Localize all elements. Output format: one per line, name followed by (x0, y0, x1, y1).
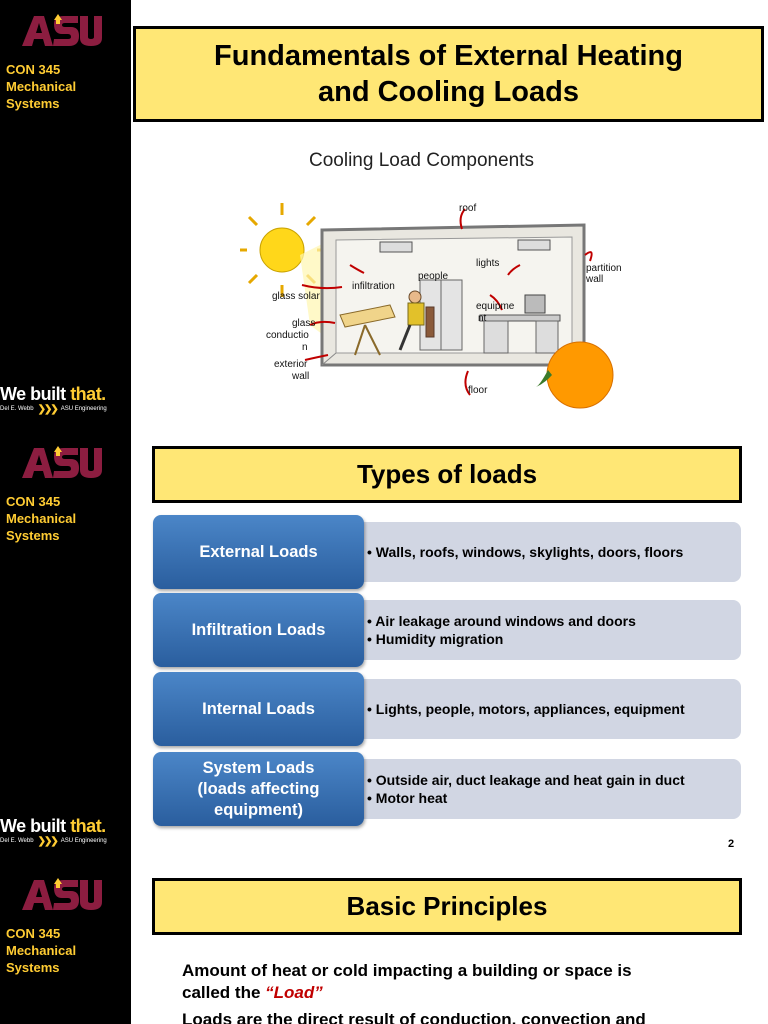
load-type-label: External Loads (153, 515, 364, 589)
course-code: CON 345 (6, 62, 61, 77)
label-conductio: conductio (266, 330, 309, 341)
load-type-details: • Walls, roofs, windows, skylights, door… (358, 522, 741, 582)
asu-logo-icon (22, 446, 102, 478)
slide-1: CON 345 Mechanical Systems We built that… (0, 0, 768, 432)
course-title: CON 345 Mechanical Systems (6, 926, 77, 975)
label-people: people (418, 271, 448, 282)
detail-item: • Motor heat (367, 790, 448, 806)
we-built-that-logo: We built that. Del E. Webb ❯❯❯ ASU Engin… (0, 384, 131, 415)
detail-item: • Humidity migration (367, 631, 504, 647)
slogan-part1: We built (0, 384, 66, 404)
engineering-name: ASU Engineering (60, 406, 107, 412)
load-type-label: Infiltration Loads (153, 593, 364, 667)
label-nt: nt (478, 313, 487, 324)
detail-item: • Walls, roofs, windows, skylights, door… (367, 544, 684, 560)
chevrons-icon: ❯❯❯ (37, 404, 59, 415)
label-partition: partition (586, 263, 622, 274)
load-type-row: • Lights, people, motors, appliances, eq… (153, 672, 743, 746)
load-type-label: Internal Loads (153, 672, 364, 746)
slide-2: CON 345 Mechanical Systems We built that… (0, 432, 768, 864)
heat-arrows (301, 208, 593, 396)
chevrons-icon: ❯❯❯ (37, 836, 59, 847)
load-type-details: • Lights, people, motors, appliances, eq… (358, 679, 741, 739)
course-title: CON 345 Mechanical Systems (6, 494, 77, 543)
course-name-line1: Mechanical (6, 79, 77, 94)
course-name-line2: Systems (6, 96, 60, 111)
detail-item: • Air leakage around windows and doors (367, 613, 636, 629)
sidebar: CON 345 Mechanical Systems We built that… (0, 432, 131, 864)
label-partition-wall: wall (585, 274, 603, 285)
label-exterior: exterior (274, 359, 308, 370)
label-infiltration: infiltration (352, 281, 395, 292)
principle-bullet-2: Loads are the direct result of conductio… (182, 1010, 646, 1024)
we-built-that-logo: We built that. Del E. Webb ❯❯❯ ASU Engin… (0, 816, 107, 847)
load-type-details: • Outside air, duct leakage and heat gai… (358, 759, 741, 819)
slide-3: CON 345 Mechanical Systems Basic Princip… (0, 864, 768, 1024)
course-title: CON 345 Mechanical Systems (6, 61, 76, 112)
room-drawing (320, 223, 586, 367)
detail-item: • Lights, people, motors, appliances, eq… (367, 701, 685, 717)
orange-icon (536, 341, 614, 409)
asu-logo-icon (20, 12, 106, 50)
load-type-label: System Loads (loads affecting equipment) (153, 752, 364, 826)
slide-title: Basic Principles (152, 878, 742, 935)
label-roof: roof (459, 203, 476, 214)
load-term: “Load” (265, 983, 323, 1002)
asu-logo-icon (22, 878, 102, 910)
slogan-part2: that. (70, 384, 106, 404)
label-n: n (302, 342, 308, 353)
label-exterior-wall: wall (291, 371, 309, 382)
illustration-heading: Cooling Load Components (309, 150, 534, 171)
label-floor: floor (468, 385, 488, 396)
load-type-row: • Air leakage around windows and doors •… (153, 593, 743, 667)
load-type-row: • Outside air, duct leakage and heat gai… (153, 752, 743, 826)
cooling-load-illustration: roof lights partition wall infiltration … (240, 203, 622, 409)
load-type-details: • Air leakage around windows and doors •… (358, 600, 741, 660)
sidebar: CON 345 Mechanical Systems (0, 864, 131, 1024)
principle-bullet-1: Amount of heat or cold impacting a build… (182, 961, 632, 1002)
label-glass-solar: glass solar (272, 291, 320, 302)
label-glass: glass (292, 318, 315, 329)
load-type-row: • Walls, roofs, windows, skylights, door… (153, 515, 743, 589)
page-number: 2 (728, 838, 735, 850)
sidebar: CON 345 Mechanical Systems We built that… (0, 0, 131, 432)
slide-title: Types of loads (152, 446, 742, 503)
label-lights: lights (476, 258, 499, 269)
label-equipme: equipme (476, 301, 515, 312)
detail-item: • Outside air, duct leakage and heat gai… (367, 772, 685, 788)
school-name: Del E. Webb (0, 406, 34, 412)
